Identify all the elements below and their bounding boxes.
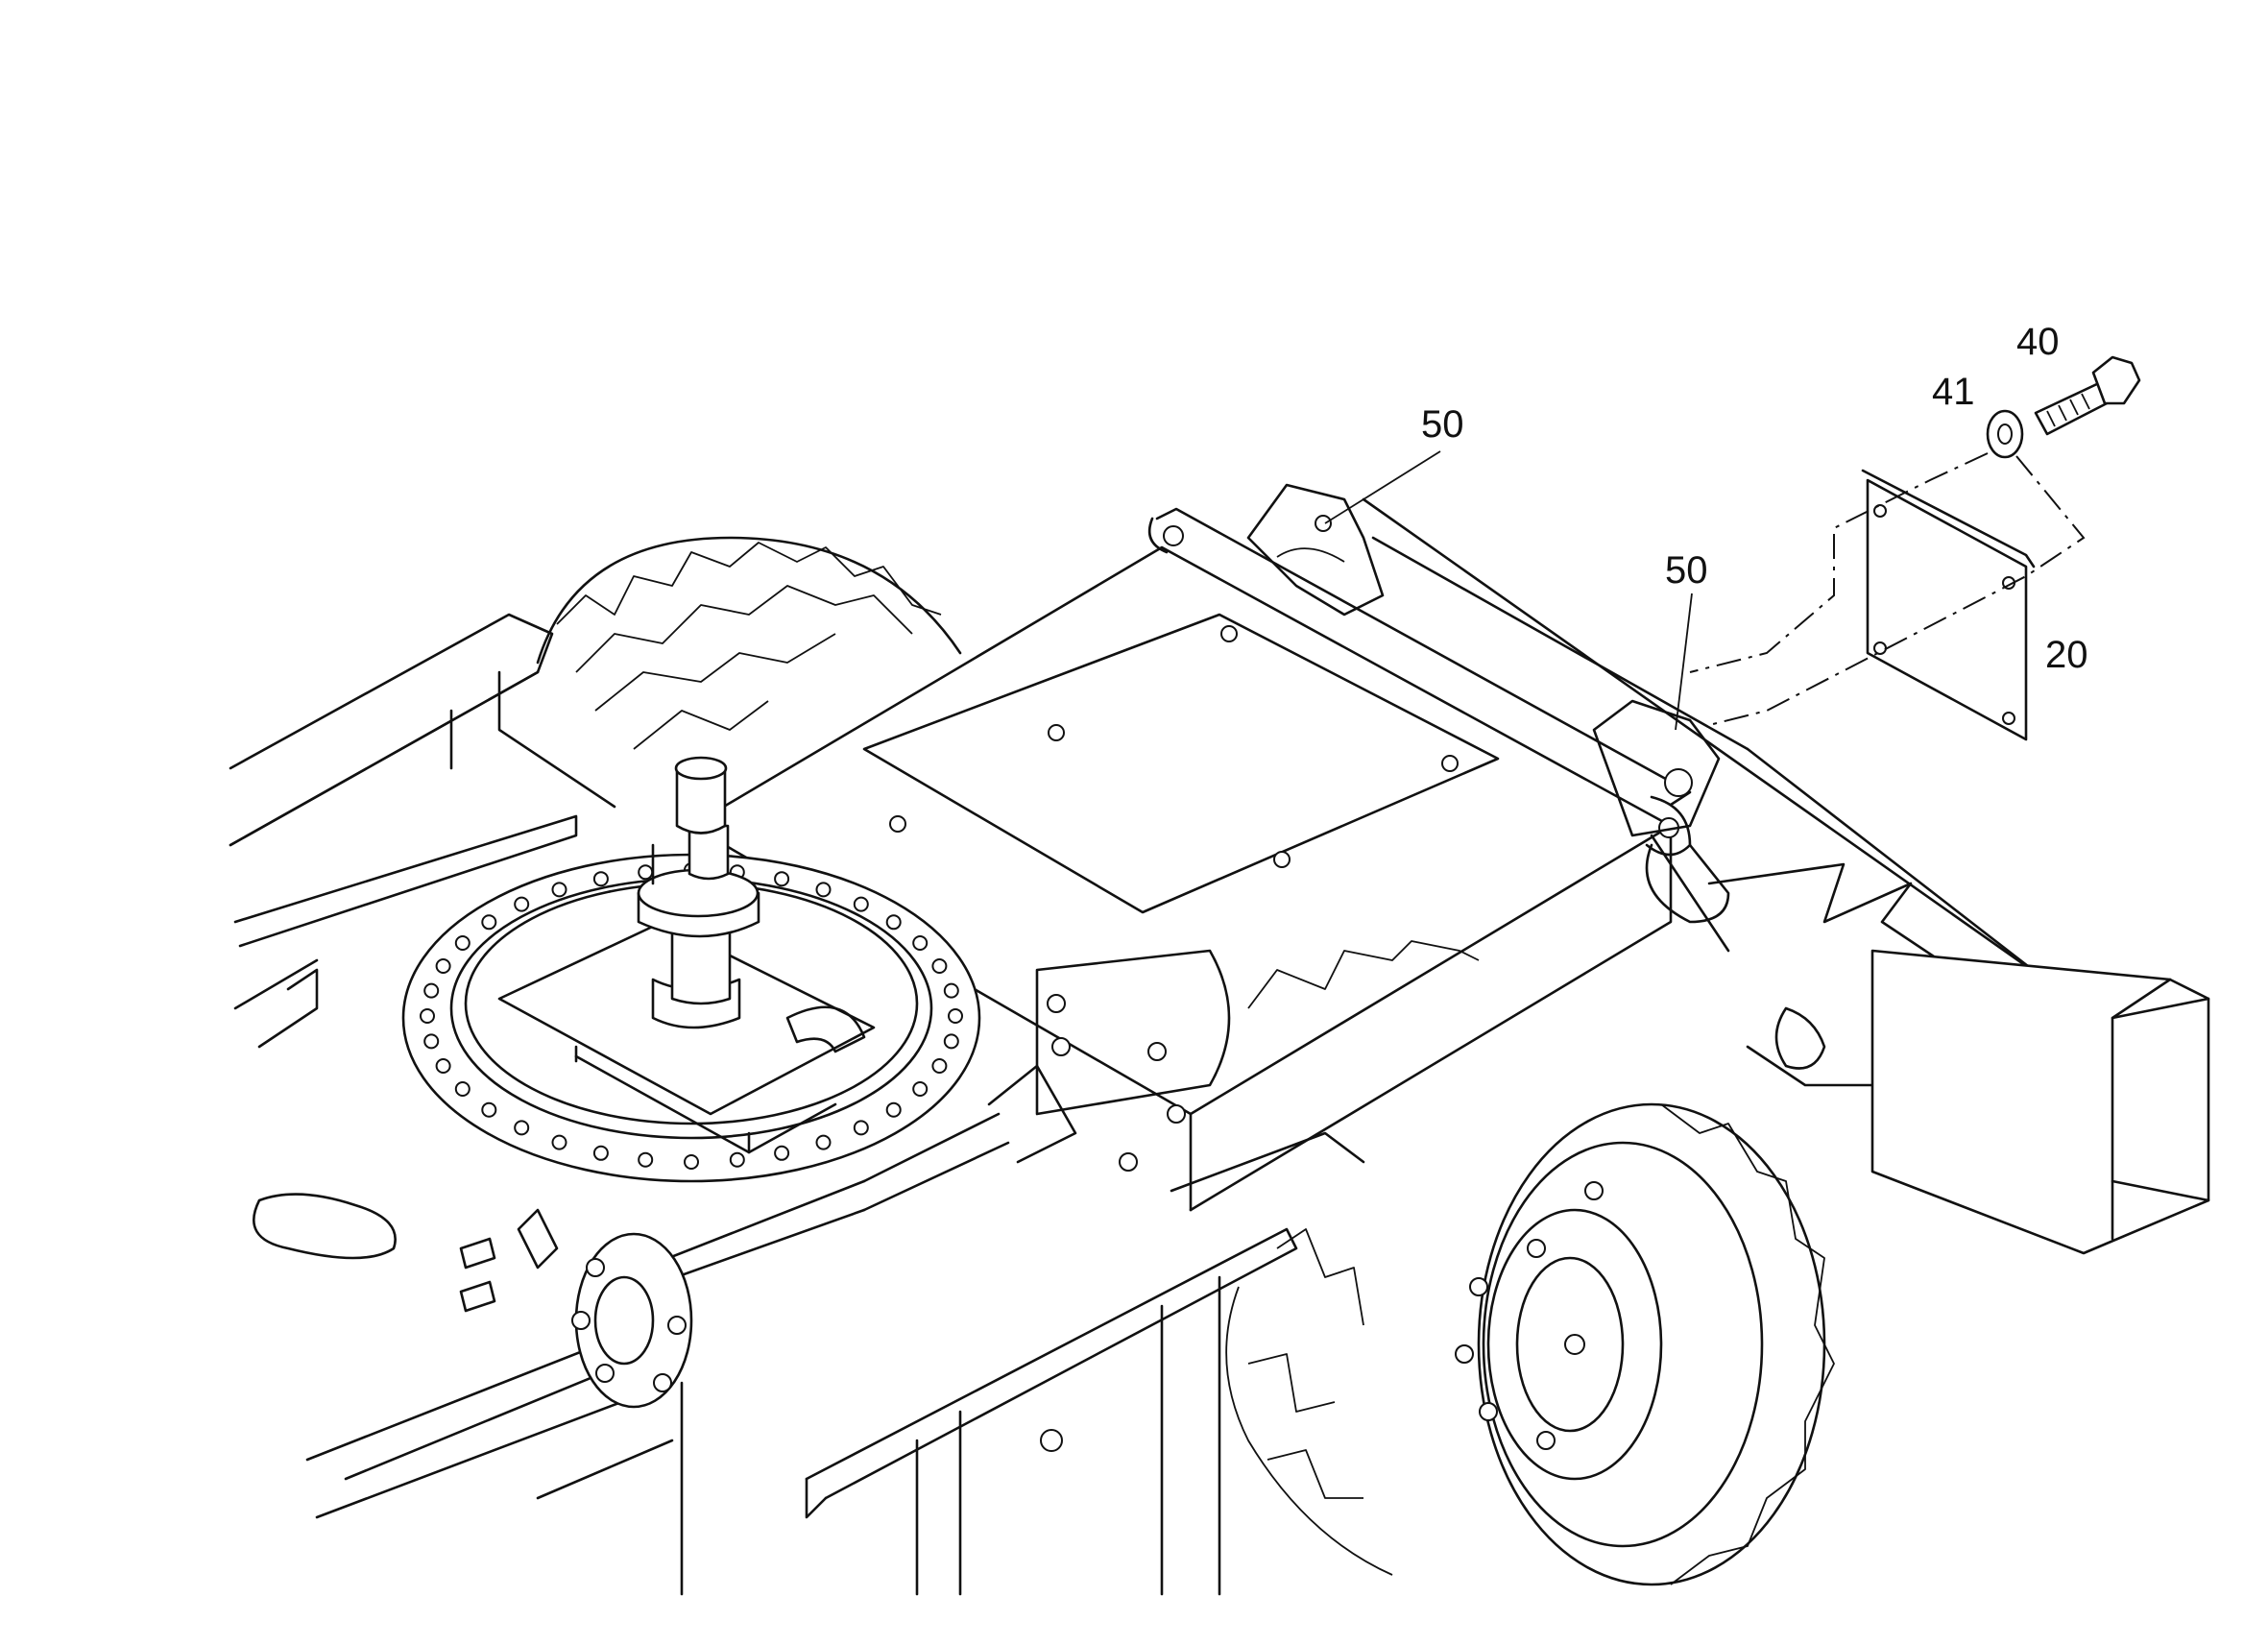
callout-leaders xyxy=(1324,450,1693,731)
ring-bolt-hole xyxy=(638,1151,654,1168)
ring-bolt-hole xyxy=(454,1081,470,1097)
ring-bolt-hole xyxy=(423,982,440,999)
ring-bolt-hole xyxy=(885,1101,902,1118)
ring-bolt-hole xyxy=(931,958,948,974)
pivot-bracket-left xyxy=(1246,483,1385,617)
washer xyxy=(1986,409,2024,459)
ring-bolt-hole xyxy=(592,1145,609,1161)
swivel-coupling xyxy=(459,1208,693,1409)
callout-41: 41 xyxy=(1932,371,1975,413)
bolt xyxy=(2034,355,2141,436)
ring-bolt-hole xyxy=(943,982,959,999)
ring-bolt-hole xyxy=(684,1154,699,1170)
ring-bolt-hole xyxy=(420,1008,435,1024)
ring-bolt-hole xyxy=(948,1008,963,1024)
ring-bolt-hole xyxy=(774,1145,790,1161)
ring-bolt-hole xyxy=(481,1101,497,1118)
callout-50-lower: 50 xyxy=(1665,549,1708,592)
callout-20: 20 xyxy=(2045,634,2088,676)
ring-bolt-hole xyxy=(912,935,929,951)
ring-bolt-hole xyxy=(551,1134,567,1150)
ring-bolt-hole xyxy=(481,914,497,931)
rear-tire xyxy=(536,536,962,750)
exploded-view-centerlines xyxy=(1689,452,2086,726)
front-tire xyxy=(1225,940,1835,1586)
ring-bolt-hole xyxy=(774,871,790,887)
callout-40: 40 xyxy=(2016,321,2060,363)
ring-bolt-hole xyxy=(943,1033,959,1050)
ring-bolt-hole xyxy=(931,1058,948,1074)
pivot-bracket-right xyxy=(1592,699,1730,953)
front-cross-members xyxy=(680,1131,1365,1596)
ring-bolt-hole xyxy=(912,1081,929,1097)
ring-bolt-hole xyxy=(885,914,902,931)
drive-shaft xyxy=(593,949,1231,1308)
callout-50-upper: 50 xyxy=(1421,403,1464,446)
ring-bolt-hole xyxy=(853,896,869,912)
ring-bolt-hole xyxy=(853,1120,869,1136)
ring-bolt-hole xyxy=(551,882,567,898)
ring-bolt-hole xyxy=(815,1134,832,1150)
ring-bolt-hole xyxy=(435,958,451,974)
ring-bolt-hole xyxy=(514,896,530,912)
ring-bolt-hole xyxy=(454,935,470,951)
dozer-blade xyxy=(1870,949,2210,1255)
ring-bolt-hole xyxy=(815,882,832,898)
hydraulic-jack xyxy=(637,756,760,1029)
ring-bolt-hole xyxy=(729,1151,745,1168)
ring-bolt-hole xyxy=(592,871,609,887)
ring-bolt-hole xyxy=(435,1058,451,1074)
ring-bolt-hole xyxy=(638,864,654,881)
ring-bolt-hole xyxy=(514,1120,530,1136)
ring-bolt-hole xyxy=(423,1033,440,1050)
cover-plate xyxy=(1861,469,2036,741)
gearbox-housing xyxy=(689,507,1692,1212)
